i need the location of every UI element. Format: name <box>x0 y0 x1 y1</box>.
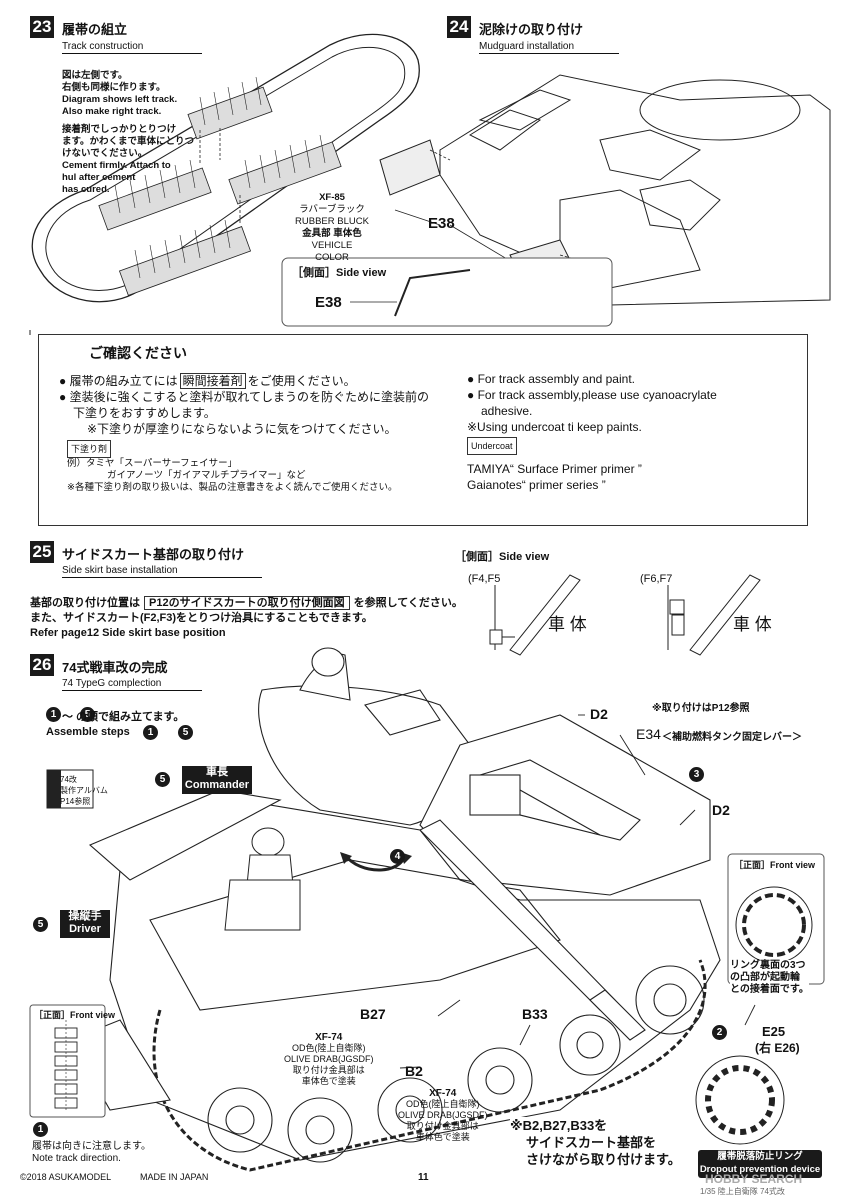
step-circle-5: 5 <box>80 707 95 722</box>
notice-box: ご確認ください ● 履帯の組み立てには瞬間接着剤をご使用ください。 ● 塗装後に… <box>38 334 808 526</box>
undercoat-tag-en: Undercoat <box>467 437 517 455</box>
step-25-number: 25 <box>30 541 54 563</box>
p12-reference: ※取り付けはP12参照 <box>652 703 750 714</box>
notice-en: ● For track assembly and paint. ● For tr… <box>467 372 717 492</box>
body-label-right: 車 体 <box>733 615 772 634</box>
step-23-subtitle: Track construction <box>62 41 202 54</box>
side-view-label: ［側面］Side view <box>292 267 387 279</box>
album-ref-box: 74改 製作アルバム P14参照 <box>60 775 108 806</box>
step-circle-3: 3 <box>689 767 704 782</box>
dropout-device-label: 履帯脱落防止リング Dropout prevention device <box>698 1150 822 1178</box>
part-e38: E38 <box>428 215 455 232</box>
order-jp: 〜 の順で組み立てます。 <box>62 711 185 723</box>
footer-right: 1/35 陸上自衛隊 74式改 <box>700 1187 785 1196</box>
paint-xf74-b: XF-74 OD色(陸上自衛隊) OLIVE DRAB(JGSDF) 取り付け金… <box>398 1088 488 1142</box>
step-circle-5b: 5 <box>178 725 193 740</box>
part-d2-mid: D2 <box>712 802 730 818</box>
step-24-subtitle: Mudguard installation <box>479 41 619 54</box>
footer-copyright: ©2018 ASUKAMODEL <box>20 1172 112 1182</box>
footer-made-in: MADE IN JAPAN <box>140 1172 209 1182</box>
part-e26: (右 E26) <box>755 1041 800 1055</box>
step-25-subtitle: Side skirt base installation <box>62 565 262 578</box>
notice-title: ご確認ください <box>89 345 187 361</box>
step-25-right-parts: (F6,F7 <box>640 573 673 585</box>
step-circle-4: 4 <box>390 849 405 864</box>
commander-label: 車長 Commander <box>182 766 252 794</box>
step-24-title: 泥除けの取り付け <box>479 22 584 37</box>
side-skirt-note: ※B2,B27,B33を サイドスカート基部を さけながら取り付けます。 <box>510 1117 681 1168</box>
track-direction-note: 履帯は向きに注意します。 Note track direction. <box>32 1141 151 1164</box>
part-b2: B2 <box>405 1063 423 1079</box>
step-circle-commander: 5 <box>155 772 170 787</box>
step-circle-1c: 1 <box>33 1122 48 1137</box>
footer-page-number: 11 <box>418 1172 429 1183</box>
part-b27: B27 <box>360 1006 386 1022</box>
step-circle-driver: 5 <box>33 917 48 932</box>
part-e34: E34 <box>636 726 661 742</box>
ring-note: リング裏面の3つ の凸部が起動輪 との接着面です。 <box>730 960 809 996</box>
e34-description: ＜補助燃料タンク固定レバー＞ <box>662 732 802 743</box>
side-view-part-e38: E38 <box>315 294 342 311</box>
step-circle-2: 2 <box>712 1025 727 1040</box>
step-24-paint-note: XF-85 ラバーブラック RUBBER BLUCK 金具部 車体色 VEHIC… <box>295 192 369 263</box>
step-circle-1: 1 <box>46 707 61 722</box>
step-circle-1b: 1 <box>143 725 158 740</box>
notice-jp: ● 履帯の組み立てには瞬間接着剤をご使用ください。 ● 塗装後に強くこすると塗料… <box>59 373 429 493</box>
paint-xf74-a: XF-74 OD色(陸上自衛隊) OLIVE DRAB(JGSDF) 取り付け金… <box>284 1032 374 1086</box>
undercoat-tag-jp: 下塗り剤 <box>67 440 112 458</box>
step-25-title: サイドスカート基部の取り付け <box>62 547 245 562</box>
footer-watermark: HOBBY SEARCH <box>705 1172 803 1186</box>
step-23-title: 履帯の組立 <box>62 22 128 37</box>
step-26-subtitle: 74 TypeG complection <box>62 678 202 691</box>
part-b33: B33 <box>522 1006 548 1022</box>
driver-label: 操縦手 Driver <box>60 910 110 938</box>
part-e25: E25 <box>762 1024 786 1039</box>
body-label-left: 車 体 <box>548 615 587 634</box>
front-view-label: ［正面］Front view <box>734 860 816 870</box>
step-25-side-view: ［側面］Side view <box>455 551 550 563</box>
step-24-number: 24 <box>447 16 471 38</box>
step-26-title: 74式戦車改の完成 <box>62 660 168 675</box>
order-en: Assemble steps to <box>46 726 156 738</box>
step-23-number: 23 <box>30 16 54 38</box>
step-26-number: 26 <box>30 654 54 676</box>
part-d2-top: D2 <box>590 706 608 722</box>
step-25-left-parts: (F4,F5 <box>468 573 501 585</box>
front-view-label-left: ［正面］Front view <box>34 1010 116 1020</box>
